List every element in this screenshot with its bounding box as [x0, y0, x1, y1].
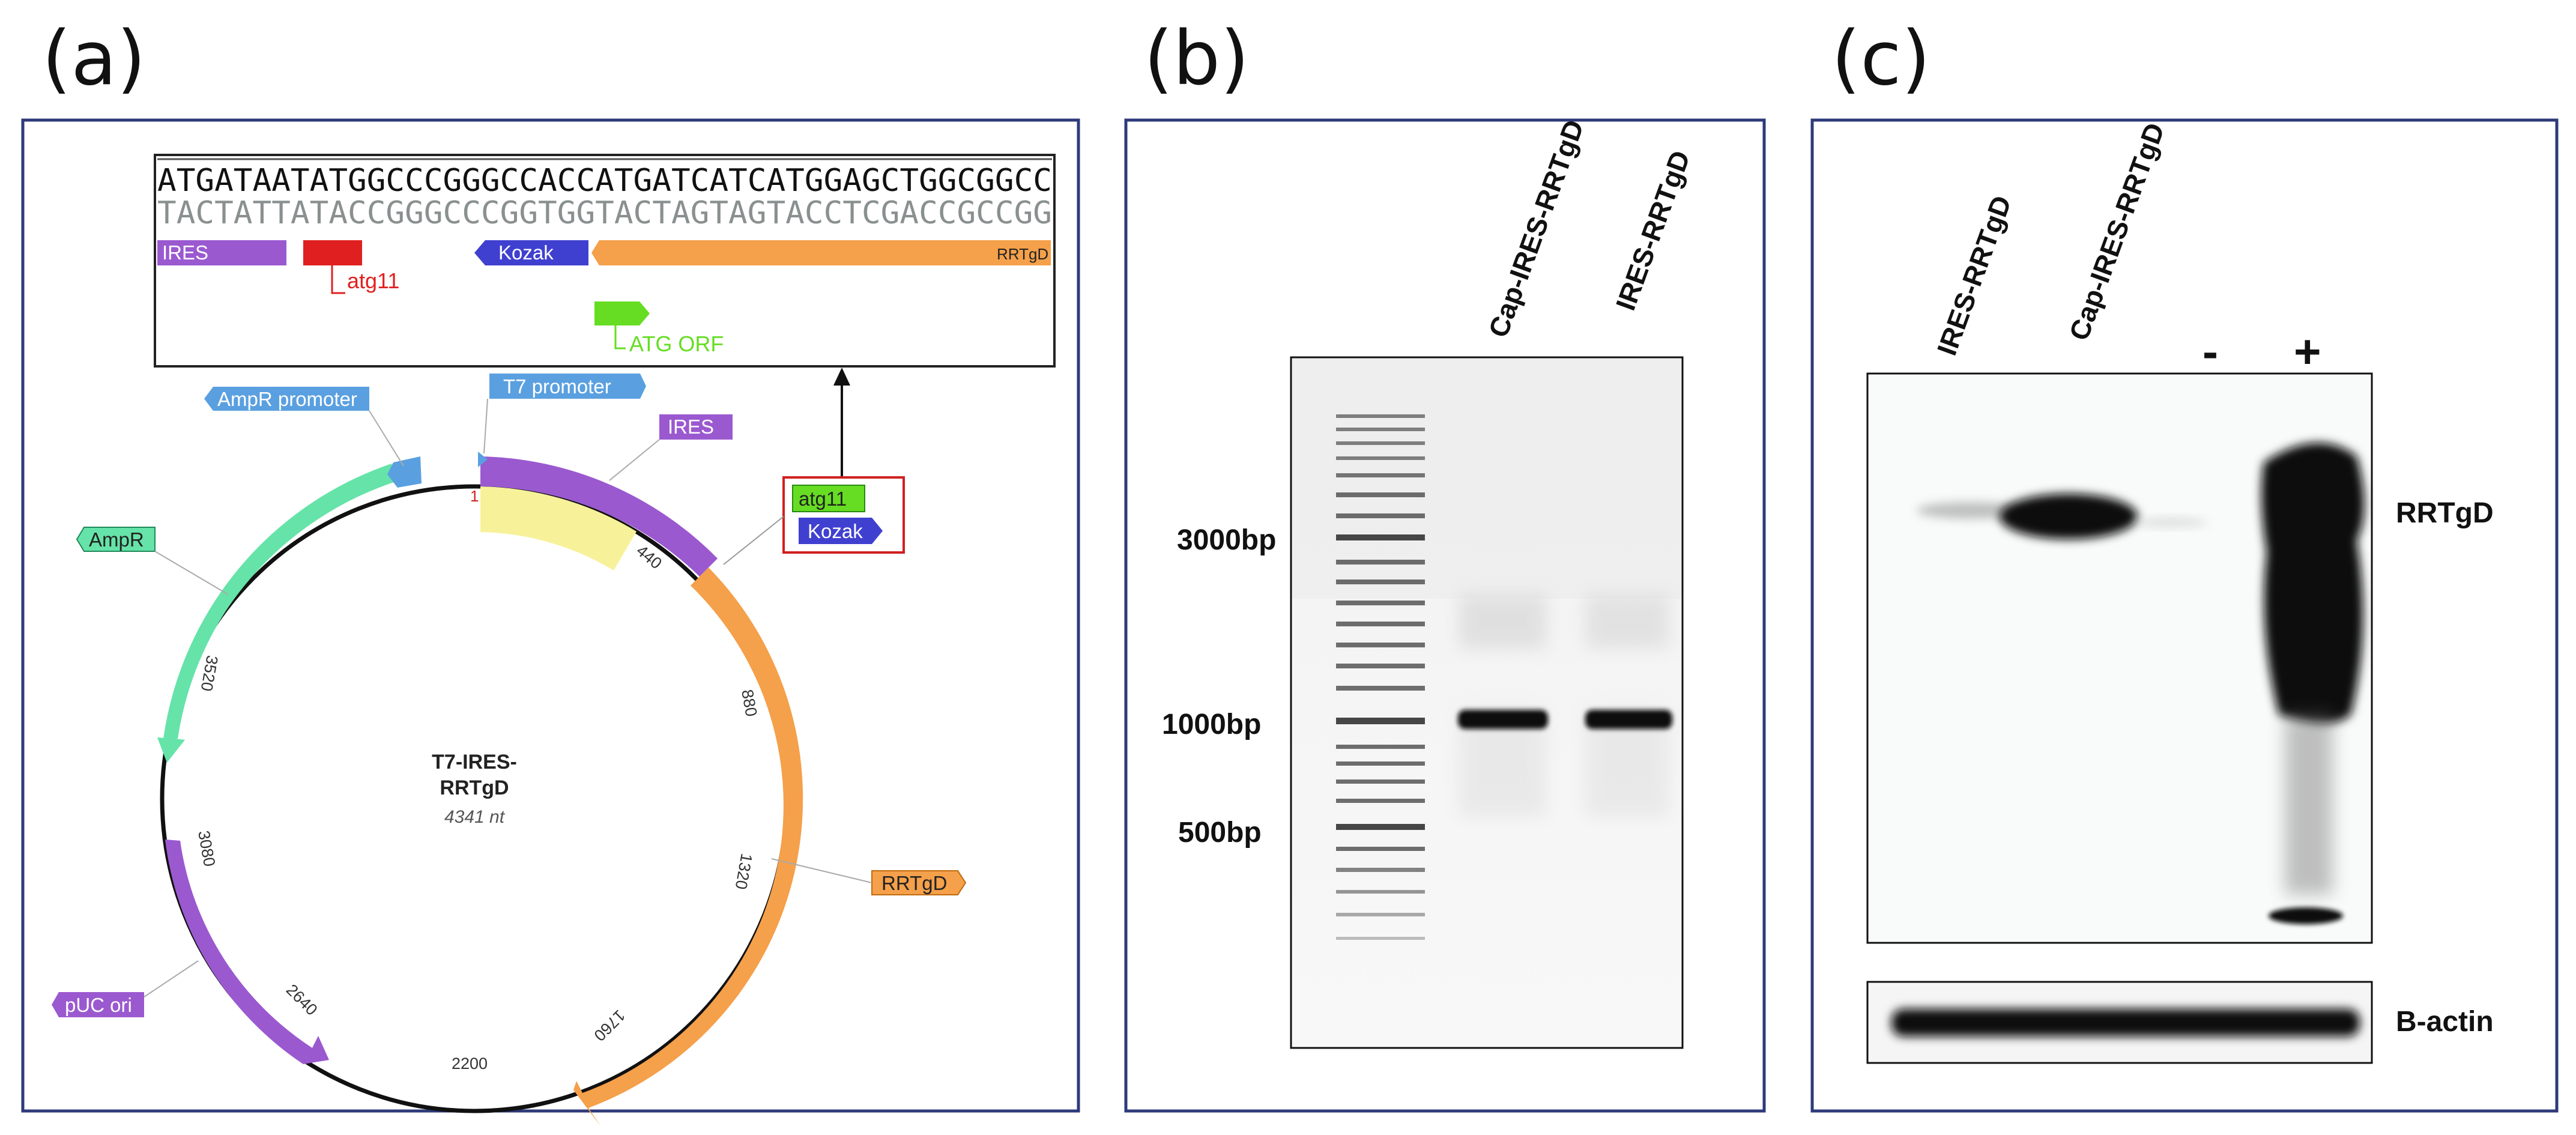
label-puc-ori-box	[52, 992, 144, 1017]
label-puc-ori: pUC ori	[65, 994, 132, 1016]
callout-kozak-label: Kozak	[808, 520, 863, 542]
ampr-promoter-arrow	[387, 456, 422, 488]
gel-smear-lane-2	[1585, 595, 1669, 649]
t7-promoter-marker	[478, 452, 488, 467]
wb-lane-label-neg: -	[2203, 325, 2218, 378]
seq-feature-kozak	[474, 240, 588, 265]
panel-label-a: (a)	[42, 16, 146, 102]
plasmid-name-line2: RRTgD	[440, 776, 509, 799]
seq-feature-atg-orf-label: ATG ORF	[629, 331, 724, 356]
wb-lane-label-pos: +	[2294, 325, 2321, 378]
label-ires-box	[659, 414, 733, 440]
leader-puc-ori	[144, 960, 199, 997]
seq-feature-rrtgd	[591, 240, 1051, 265]
plasmid-name-line1: T7-IRES-	[432, 751, 517, 773]
wb-band-positive	[2261, 443, 2365, 724]
panel-label-c: (c)	[1831, 16, 1930, 102]
seq-feature-ires	[157, 240, 286, 265]
leader-ires	[609, 439, 660, 481]
seq-feature-ires-label: IRES	[162, 241, 208, 264]
plasmid-map: 1 440 880 1320 1760 2200 2640 3080 3520 …	[52, 374, 967, 1126]
sequence-bottom-strand: TACTATTATACCGGGCCCGGTGGTACTAGTAGTACCTCGA…	[157, 195, 1052, 231]
gel-marker-3000bp: 3000bp	[1177, 524, 1276, 556]
gel-top-shade	[1292, 359, 1681, 599]
puc-ori-feature-arc-body	[165, 840, 309, 1064]
label-ires: IRES	[668, 416, 714, 438]
sequence-inset: ATGATAATATGGCCCGGGCCACCATGATCATCATGGAGCT…	[154, 154, 1056, 368]
gel-marker-1000bp: 1000bp	[1162, 709, 1261, 740]
yellow-region	[480, 486, 636, 571]
wb-band-cap-ires-rrtgd	[2000, 494, 2138, 539]
wb-band-ires-rrtgd	[1917, 502, 2025, 519]
label-ampr: AmpR	[89, 528, 144, 551]
callout-atg11-label: atg11	[799, 488, 847, 510]
seq-feature-atg-orf-leader	[614, 325, 626, 350]
gel-band-lane-2	[1585, 710, 1672, 729]
wb-target-bactin: B-actin	[2396, 1006, 2494, 1038]
label-ampr-promoter: AmpR promoter	[217, 388, 357, 410]
leader-rrtgd	[771, 858, 872, 883]
start-mark: 1	[470, 487, 479, 505]
panel-b: Cap-IRES-RRTgD IRES-RRTgD	[1124, 116, 1766, 1113]
atg11-kozak-callout: atg11 Kozak	[723, 476, 905, 565]
seq-feature-atg11-label: atg11	[347, 268, 399, 293]
wb-target-rrtgd: RRTgD	[2396, 497, 2494, 529]
leader-ampr	[154, 551, 229, 595]
seq-feature-kozak-label: Kozak	[498, 241, 554, 264]
label-rrtgd-box	[871, 870, 967, 895]
label-t7-promoter-box	[489, 374, 646, 399]
ires-feature-arc	[480, 456, 718, 577]
panel-label-b: (b)	[1144, 16, 1249, 102]
gel-marker-500bp: 500bp	[1178, 817, 1262, 849]
seq-feature-atg11	[303, 240, 362, 265]
callout-leader	[723, 516, 784, 565]
gel-band-lane-1	[1458, 710, 1548, 729]
leader-ampr-promoter	[369, 410, 404, 467]
callout-kozak	[799, 518, 883, 544]
gel-ladder	[1336, 414, 1425, 940]
seq-feature-atg-orf	[594, 301, 650, 325]
tick-2200: 2200	[452, 1055, 488, 1073]
plasmid-length: 4341 nt	[444, 807, 506, 827]
leader-t7-promoter	[483, 398, 488, 454]
label-t7-promoter: T7 promoter	[503, 375, 611, 398]
panel-a: ATGATAATATGGCCCGGGCCACCATGATCATCATGGAGCT…	[21, 118, 1080, 1126]
sequence-top-strand: ATGATAATATGGCCCGGGCCACCATGATCATCATGGAGCT…	[157, 163, 1052, 199]
label-ampr-box	[76, 527, 156, 552]
wb-actin-band	[1891, 1009, 2360, 1037]
wb-band-neg-faint	[2135, 518, 2207, 527]
seq-feature-atg11-leader	[331, 265, 345, 294]
gel-smear-lane-1	[1459, 595, 1546, 649]
label-rrtgd: RRTgD	[881, 872, 947, 894]
panel-c: IRES-RRTgD Cap-IRES-RRTgD - + RRTgD B-ac…	[1810, 118, 2559, 1113]
zoom-arrow-head	[833, 368, 850, 386]
seq-feature-rrtgd-label: RRTgD	[997, 245, 1048, 263]
label-ampr-promoter-box	[204, 387, 369, 411]
wb-positive-smear	[2285, 715, 2333, 895]
wb-band-positive-low	[2269, 907, 2343, 924]
callout-atg11	[792, 485, 865, 512]
